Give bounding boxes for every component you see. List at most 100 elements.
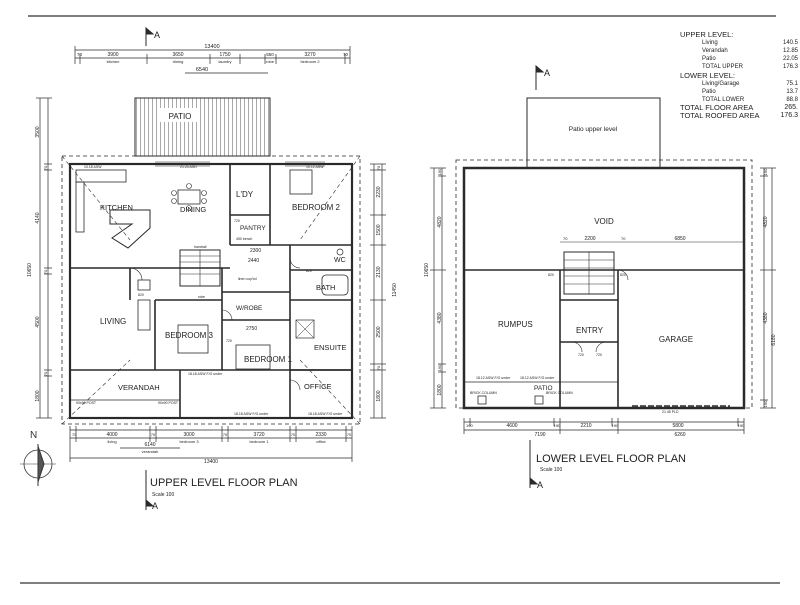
lower-bottom-dim-5: 190	[612, 423, 619, 428]
upper-right-dim-2: 2230	[376, 186, 382, 197]
room-label-void: VOID	[594, 217, 614, 226]
area-schedule-upper-heading: UPPER LEVEL:	[680, 30, 734, 39]
upper-right-dim-4: 2130	[376, 266, 382, 277]
lower-left-dim-4: 4380	[437, 312, 443, 323]
lower-note-2: 18.12 ASW F/G under	[520, 376, 555, 380]
note-3: 21.24 ASD	[180, 165, 197, 169]
upper-bottom-dim-3: 70	[151, 432, 156, 437]
note-11: linen cup'bd	[238, 277, 257, 281]
section-marker-upper-top: A	[154, 30, 160, 40]
lower-note-7: 720	[596, 353, 602, 357]
room-label-bath: BATH	[316, 283, 335, 292]
lower-note-5: BRICK COLUMN	[546, 391, 573, 395]
note-8: 90x90 POST	[158, 401, 179, 405]
upper-right-dim-1: 70	[376, 165, 381, 170]
lower-left-dim-6: 1800	[437, 384, 443, 395]
upper-bottom-label-living: living	[107, 439, 116, 444]
upper-inner-dim-1: 2300	[250, 248, 261, 254]
upper-top-dim-6: 3270	[304, 52, 315, 58]
lower-note-3: 21.45 PLD	[662, 410, 679, 414]
section-marker-lower-bottom: A	[537, 480, 543, 490]
upper-top-dim-3: 3650	[172, 52, 183, 58]
upper-bottom-dim-6: 3720	[253, 432, 264, 438]
upper-bottom-sub: 6140	[144, 442, 155, 448]
upper-bottom-dim-9: 70	[347, 432, 352, 437]
upper-top-label-bedroom2: bedroom 2	[300, 59, 320, 64]
upper-right-dim-6: 70	[376, 365, 381, 370]
room-label-bedroom3: BEDROOM 3	[165, 331, 214, 340]
lower-inner-dim-2: 2200	[584, 236, 595, 242]
room-label-office: OFFICE	[304, 382, 332, 391]
upper-right-dim-5: 2500	[376, 326, 382, 337]
lower-inner-dim-1: 70	[563, 236, 568, 241]
note-12: 450 bench	[236, 237, 252, 241]
upper-inner-dim-3: 2750	[246, 326, 257, 332]
section-marker-upper-bottom: A	[152, 501, 158, 511]
note-16: 820	[306, 269, 312, 273]
north-arrow: N	[20, 430, 56, 486]
upper-top-label-kitchen: kitchen	[107, 59, 120, 64]
upper-bottom-dim-5: 70	[223, 432, 228, 437]
lower-plan-title: LOWER LEVEL FLOOR PLAN	[536, 453, 686, 465]
upper-top-label-laundry: laundry	[218, 59, 231, 64]
north-label: N	[30, 430, 37, 441]
room-label-bedroom2: BEDROOM 2	[292, 203, 341, 212]
room-label-verandah: VERANDAH	[118, 383, 160, 392]
note-15: 720	[226, 339, 232, 343]
upper-bottom-dim-2: 4000	[106, 432, 117, 438]
upper-bottom-label-bedroom1: bedroom 1	[249, 439, 269, 444]
room-label-patio-upper: PATIO	[169, 112, 192, 121]
upper-bottom-label-office: office	[316, 439, 326, 444]
lower-bottom-dim-4: 2210	[580, 423, 591, 429]
note-7: 90x90 POST	[76, 401, 97, 405]
upper-inner-dim-2: 2440	[248, 258, 259, 264]
note-9: handrail	[194, 245, 207, 249]
room-label-patio-lower: PATIO	[534, 385, 553, 392]
room-label-rumpus: RUMPUS	[498, 320, 533, 329]
upper-bottom-sub-label: verandah	[142, 449, 159, 454]
upper-right-dim-7: 1800	[376, 390, 382, 401]
room-label-dining: DINING	[180, 205, 206, 214]
room-label-entry: ENTRY	[576, 326, 604, 335]
room-label-patio-upper-level: Patio upper level	[569, 126, 618, 133]
room-label-garage: GARAGE	[659, 335, 693, 344]
lower-bottom-dim-1: 190	[466, 423, 473, 428]
lower-note-4: BRICK COLUMN	[470, 391, 497, 395]
upper-right-dim-3: 1500	[376, 224, 382, 235]
lower-left-dim-5: 190	[437, 364, 442, 371]
upper-level-plan: A 13400 70 3900 3650 1750 550 3270 70 ki…	[27, 26, 398, 511]
note-2: 10.12 ASW	[306, 165, 324, 169]
lower-left-dim-3: 10650	[424, 263, 430, 277]
room-label-bedroom1: BEDROOM 1	[244, 355, 293, 364]
patio-upper-hatch	[134, 97, 271, 157]
room-label-wc: WC	[334, 257, 346, 264]
upper-bottom-dim-1: 70	[72, 432, 77, 437]
upper-bottom-dim-4: 3000	[183, 432, 194, 438]
lower-bottom-sub-1: 7190	[534, 432, 545, 438]
upper-sub-overall: 6540	[196, 67, 208, 73]
upper-bottom-dim-7: 70	[291, 432, 296, 437]
lower-bottom-dim-7: 190	[738, 423, 745, 428]
note-4: 18.18 ASW F/G under	[188, 372, 223, 376]
lower-right-dim-4: 190	[763, 400, 768, 407]
room-label-living: LIVING	[100, 317, 126, 326]
note-5: 18.18 ASW F/G under	[234, 412, 269, 416]
lower-bottom-dim-6: 5800	[672, 423, 683, 429]
lower-right-dim-1: 190	[763, 168, 768, 175]
lower-bottom-dim-3: 190	[554, 423, 561, 428]
upper-top-label-robe: robe	[266, 59, 275, 64]
lower-note-8: 820	[620, 273, 626, 277]
upper-bottom-label-bedroom3: bedroom 3	[179, 439, 199, 444]
upper-top-label-dining: dining	[173, 59, 184, 64]
lower-right-dim-3: 4380	[763, 312, 769, 323]
upper-top-dim-2: 3900	[107, 52, 118, 58]
